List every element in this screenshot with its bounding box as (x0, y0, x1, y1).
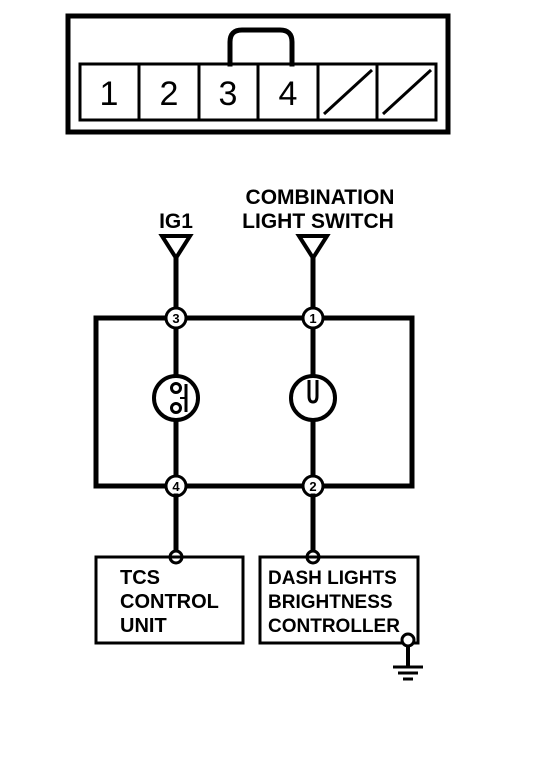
terminal-3: 3 (164, 306, 188, 330)
tcs-unit-label-2: CONTROL (120, 591, 219, 613)
connector-pin-1: 1 (100, 75, 119, 113)
combination-switch-label-1: COMBINATION (246, 186, 395, 209)
tcs-control-unit: TCS CONTROL UNIT (94, 555, 245, 645)
light-switch-source-triangle (295, 234, 331, 262)
terminal-1: 1 (301, 306, 325, 330)
svg-text:4: 4 (172, 479, 180, 494)
dash-controller-label-3: CONTROLLER (268, 616, 400, 637)
tcs-indicator-bulb (152, 374, 200, 422)
indicator-housing (93, 315, 415, 489)
connector-outline (65, 13, 451, 135)
svg-text:3: 3 (172, 311, 179, 326)
ig1-label: IG1 (159, 210, 193, 233)
svg-text:2: 2 (309, 479, 316, 494)
ig1-source-triangle (158, 234, 194, 262)
tcs-unit-label-1: TCS (120, 567, 160, 589)
empty-cavity-mark (381, 68, 433, 116)
illumination-bulb (289, 374, 337, 422)
svg-text:1: 1 (309, 311, 316, 326)
empty-cavity-mark (322, 68, 374, 116)
dash-controller-label-2: BRIGHTNESS (268, 592, 393, 613)
terminal-4: 4 (164, 474, 188, 498)
dash-lights-brightness-controller: DASH LIGHTS BRIGHTNESS CONTROLLER (258, 555, 420, 645)
connector-pin-4: 4 (279, 75, 298, 113)
connector-pin-2: 2 (160, 75, 179, 113)
ground-icon (393, 632, 423, 681)
tcs-unit-label-3: UNIT (120, 615, 167, 637)
connector-lock-tab (227, 27, 295, 67)
combination-switch-label-2: LIGHT SWITCH (242, 210, 394, 233)
terminal-2: 2 (301, 474, 325, 498)
dash-controller-label-1: DASH LIGHTS (268, 568, 397, 589)
connector-pin-3: 3 (219, 75, 238, 113)
connector-face: 1 2 3 4 (65, 13, 451, 135)
